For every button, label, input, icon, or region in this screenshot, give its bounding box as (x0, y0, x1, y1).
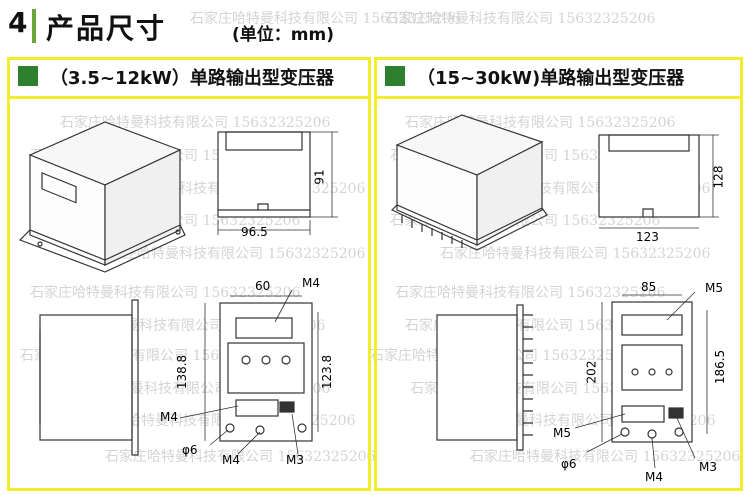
dim-width: 123 (636, 230, 659, 244)
drawing-large-transformer (390, 114, 719, 469)
dim-mount-height: 186.5 (713, 349, 728, 385)
dim-body-height: 138.8 (175, 354, 190, 390)
panel-header: （3.5~12kW）单路输出型变压器 (10, 60, 368, 99)
isometric-view (390, 114, 548, 251)
dim-width: 96.5 (241, 225, 268, 239)
panel-large-transformer: （15~30kW)单路输出型变压器 (374, 57, 743, 491)
label-screw-bottom: M4 (645, 470, 663, 484)
panel-title: （3.5~12kW）单路输出型变压器 (50, 68, 334, 89)
panel-title: （15~30kW)单路输出型变压器 (417, 68, 685, 89)
label-terminal: M3 (286, 453, 304, 467)
dim-height: 91 (312, 169, 327, 185)
label-screw-bottom: M4 (222, 453, 240, 467)
section-title: 产品尺寸 (46, 12, 167, 45)
dim-hole-spacing: 60 (255, 279, 271, 293)
label-screw-side: M4 (160, 410, 178, 424)
unit-label: (单位：mm) (232, 25, 334, 45)
dim-hole-spacing: 85 (641, 280, 657, 294)
panel-small-transformer: （3.5~12kW）单路输出型变压器 (7, 57, 371, 491)
panel-header: （15~30kW)单路输出型变压器 (377, 60, 740, 99)
label-hole: φ6 (561, 457, 577, 471)
isometric-view (18, 121, 186, 273)
side-view (436, 304, 533, 451)
label-hole: φ6 (182, 443, 198, 457)
label-terminal: M3 (699, 460, 717, 474)
dim-body-height: 202 (584, 360, 599, 384)
label-screw-side: M5 (553, 426, 571, 440)
section-header: 4 产品尺寸 (单位：mm) (0, 0, 750, 52)
front-view (217, 131, 338, 235)
front-view (598, 134, 719, 229)
section-accent-bar (32, 9, 36, 43)
top-view (574, 291, 708, 469)
section-number: 4 (8, 6, 28, 39)
top-view (179, 289, 319, 455)
side-view (39, 299, 139, 456)
label-screw-top: M5 (705, 281, 723, 295)
dim-height: 128 (711, 165, 726, 189)
drawing-small-transformer (18, 121, 338, 456)
label-screw-top: M4 (302, 276, 320, 290)
bullet-square (18, 66, 38, 86)
bullet-square (385, 66, 405, 86)
dim-mount-height: 123.8 (320, 354, 335, 390)
